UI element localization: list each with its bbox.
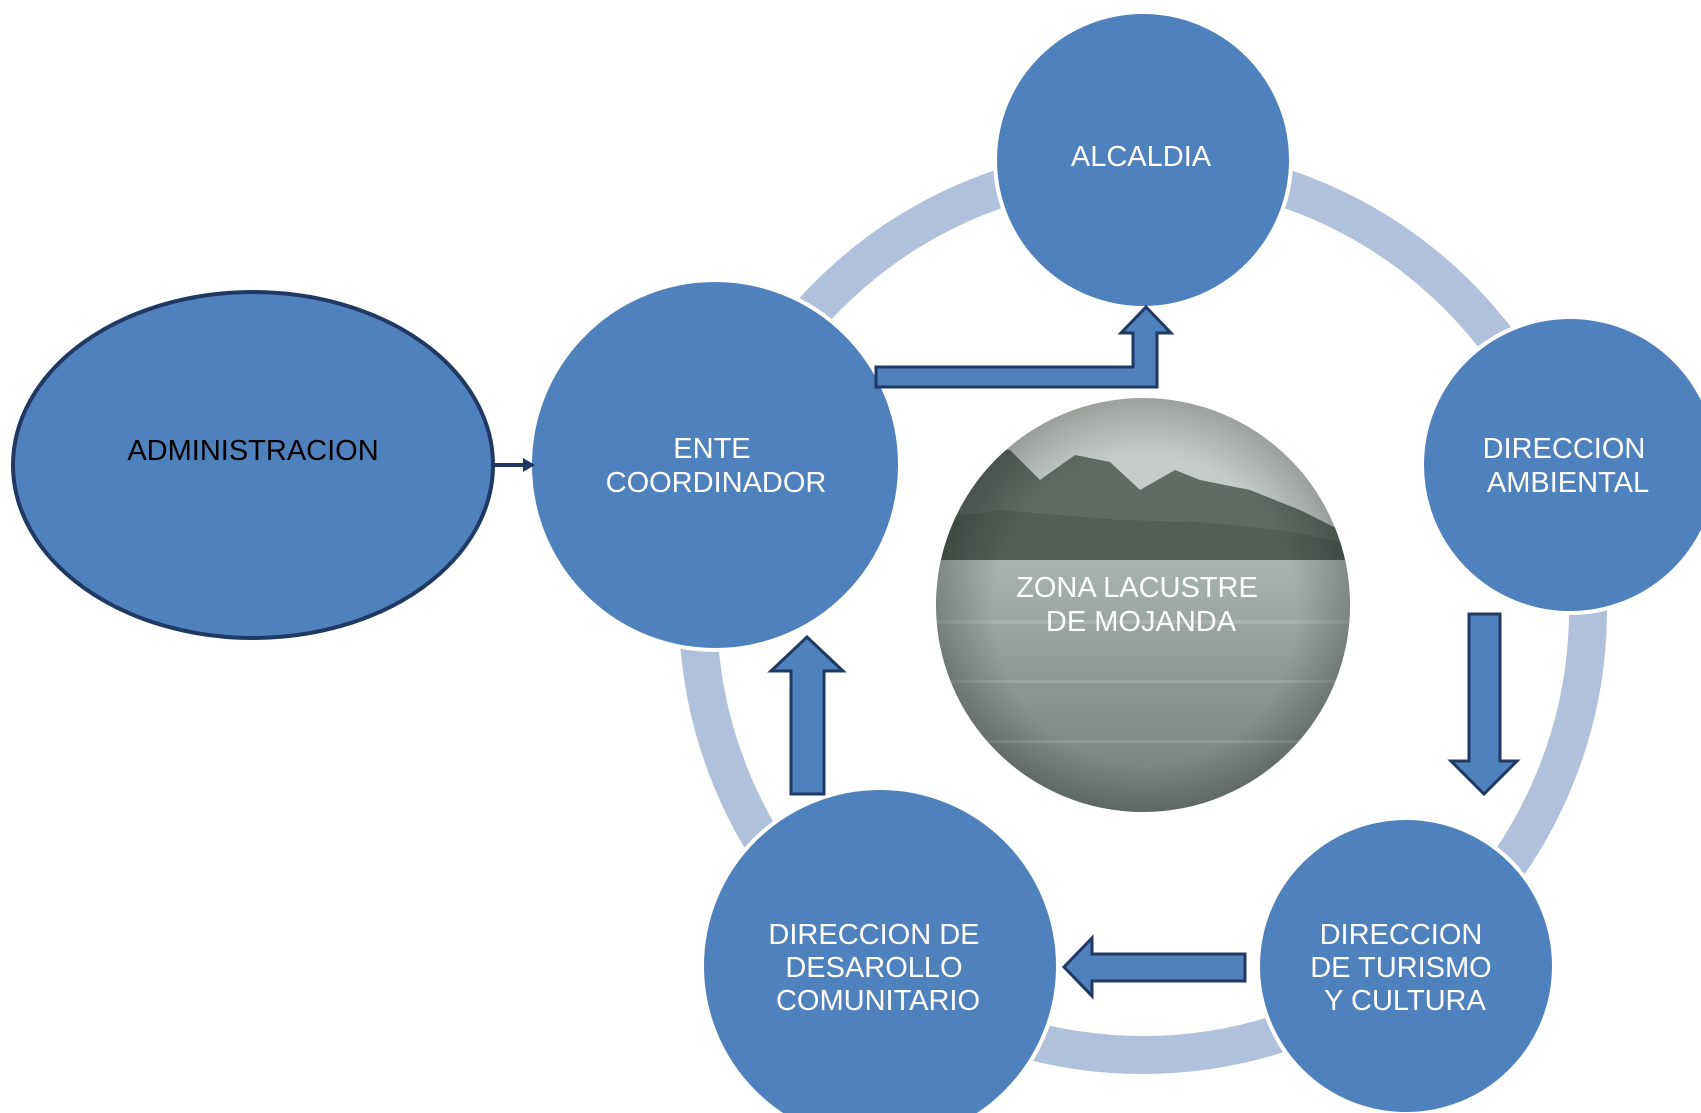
node-ente-label-line: ENTE: [673, 433, 750, 465]
node-ente-label-line: COORDINADOR: [606, 467, 827, 499]
center-label: ZONA LACUSTRE DE MOJANDA: [1016, 572, 1266, 638]
node-direccion-turismo: DIRECCION DE TURISMO Y CULTURA: [1256, 816, 1556, 1113]
svg-text:DIRECCION DE DESAROLLO: DIRECCION DE DESAROLLO COMUNITARIO: [768, 919, 987, 1017]
node-ambiental-label-line: DIRECCION: [1483, 433, 1646, 465]
node-ambiental-label-line: AMBIENTAL: [1487, 467, 1649, 499]
node-desarollo-label-line: DESAROLLO: [785, 952, 962, 984]
arrow-desarollo-to-ente: [767, 634, 847, 796]
node-turismo-label-line: DE TURISMO: [1310, 952, 1492, 984]
svg-text:DIRECCION AMBIENTAL: DIRECCION AMBIENTAL: [1483, 433, 1654, 499]
arrow-ambiental-to-turismo: [1447, 612, 1521, 797]
node-desarollo-label-line: COMUNITARIO: [776, 985, 980, 1017]
arrow-turismo-to-desarollo: [1061, 934, 1247, 1000]
svg-text:ALCALDIA: ALCALDIA: [1071, 141, 1212, 173]
node-administracion-label: ADMINISTRACION: [127, 435, 378, 467]
node-desarollo-label-line: DIRECCION DE: [768, 919, 979, 951]
arrow-ente-to-alcaldia: [874, 304, 1175, 389]
center-label-line: DE MOJANDA: [1046, 606, 1237, 638]
node-direccion-desarollo: DIRECCION DE DESAROLLO COMUNITARIO: [700, 786, 1060, 1113]
node-alcaldia: ALCALDIA: [993, 10, 1293, 310]
lake-photo-image: [936, 398, 1350, 812]
node-turismo-label-line: Y CULTURA: [1324, 985, 1486, 1017]
svg-text:ADMINISTRACION: ADMINISTRACION: [127, 435, 378, 467]
center-label-line: ZONA LACUSTRE: [1016, 572, 1258, 604]
svg-text:DIRECCION DE TURISMO: DIRECCION DE TURISMO Y CULTURA: [1310, 919, 1500, 1017]
node-direccion-ambiental: DIRECCION AMBIENTAL: [1420, 315, 1701, 615]
arrow-admin-to-ente: [493, 458, 535, 472]
svg-text:ENTE COORDINADOR: ENTE COORDINADOR: [606, 433, 827, 499]
node-turismo-label-line: DIRECCION: [1320, 919, 1483, 951]
node-ente-coordinador: ENTE COORDINADOR: [528, 278, 902, 652]
node-administracion: ADMINISTRACION: [11, 290, 495, 640]
node-alcaldia-label: ALCALDIA: [1071, 141, 1212, 173]
